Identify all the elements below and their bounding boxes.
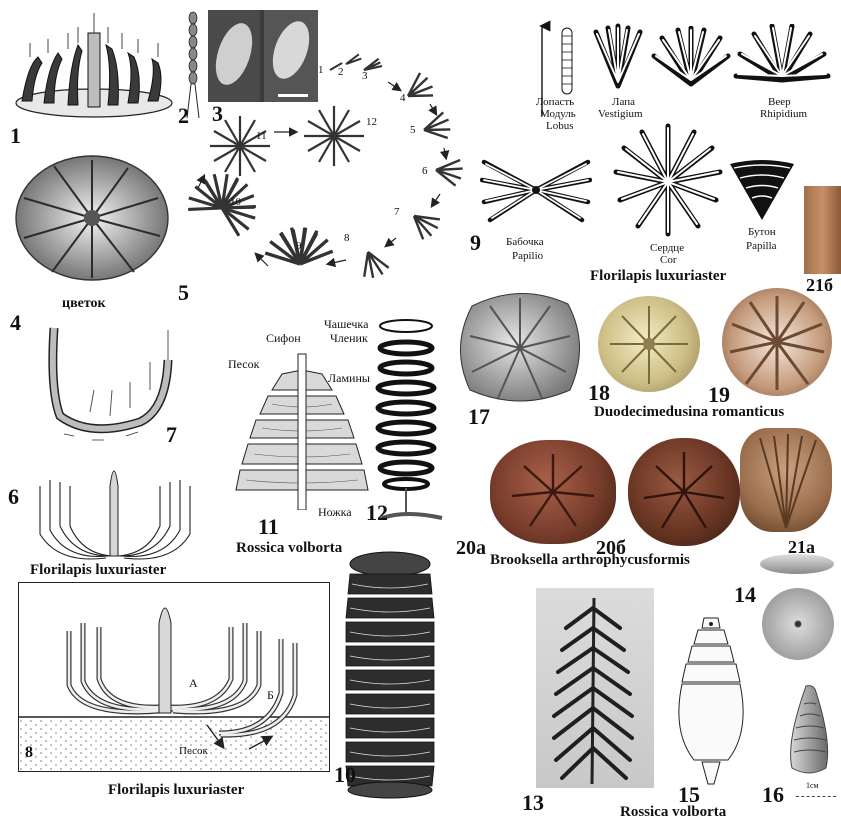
cor-scheme — [612, 122, 724, 238]
figure-20b-fossil-photo — [628, 438, 740, 546]
stage-8: 8 — [344, 232, 350, 244]
caption-brooksella: Brooksella arthrophycusformis — [490, 552, 690, 569]
figure-4-flower-fossil — [8, 150, 176, 288]
stage-10: 10 — [230, 196, 241, 208]
figure-8-diagram-frame: А Б Песок 8 — [18, 582, 330, 772]
figure-14-top-photo — [762, 588, 834, 660]
label-lapa: Лапа — [612, 96, 635, 108]
label-buton: Бутон — [748, 226, 776, 238]
figure-17-fossil — [452, 286, 588, 410]
label-ground-sand: Песок — [179, 745, 208, 757]
figure-15-number: 15 — [678, 784, 700, 806]
stage-1: 1 — [318, 64, 324, 76]
caption-duodecimedusina: Duodecimedusina romanticus — [594, 404, 784, 421]
figure-20a-number: 20a — [456, 538, 486, 558]
label-papilio: Papilio — [512, 250, 543, 262]
scale-label: 1см — [806, 782, 819, 791]
caption-florilapis-6: Florilapis luxuriaster — [30, 562, 166, 579]
label-serdtse: Сердце — [650, 242, 684, 254]
stage-6: 6 — [422, 165, 428, 177]
figure-14-number: 14 — [734, 584, 756, 606]
flower-label: цветок — [62, 296, 106, 311]
label-cor: Cor — [660, 254, 677, 266]
rhipidium-scheme — [650, 26, 732, 88]
stage-11: 11 — [256, 130, 267, 142]
scale-bar — [796, 796, 836, 797]
figure-21b-photo — [804, 186, 841, 274]
figure-11-number: 11 — [258, 516, 279, 538]
label-vestigium: Vestigium — [598, 108, 643, 120]
figure-21a-fossil-photo — [740, 428, 832, 532]
label-a: А — [189, 677, 198, 690]
figure-6-number: 6 — [8, 486, 19, 508]
label-veer: Веер — [768, 96, 791, 108]
figure-12-number: 12 — [366, 502, 388, 524]
stage-9: 9 — [296, 240, 302, 252]
figure-9-number: 9 — [470, 232, 481, 254]
veer-scheme — [732, 24, 832, 86]
label-lopast: Лопасть — [536, 96, 574, 108]
stage-2: 2 — [338, 66, 344, 78]
figure-19-number: 19 — [708, 384, 730, 406]
caption-rossica-15: Rossica volborta — [620, 804, 726, 821]
stage-5: 5 — [410, 124, 416, 136]
figure-8-number: 8 — [25, 745, 33, 761]
figure-1-crown-sketch — [8, 5, 180, 125]
figure-16-drawing — [784, 682, 834, 778]
figure-19-fossil-photo — [722, 288, 832, 396]
label-lobus: Lobus — [546, 120, 574, 132]
figure-13-number: 13 — [522, 792, 544, 814]
figure-20a-fossil-photo — [490, 440, 616, 544]
figure-15-rossica-drawing — [668, 612, 754, 790]
figure-18-fossil-photo — [598, 296, 700, 392]
figure-10-number: 10 — [334, 764, 356, 786]
label-nozhka: Ножка — [318, 506, 352, 519]
figure-1-number: 1 — [10, 125, 21, 147]
label-pesok: Песок — [228, 358, 259, 371]
label-b: Б — [267, 689, 274, 702]
figure-6-fan-sketch — [30, 456, 200, 566]
stage-7: 7 — [394, 206, 400, 218]
label-papilla: Papilla — [746, 240, 777, 252]
vestigium-scheme — [588, 22, 648, 92]
label-babochka: Бабочка — [506, 236, 544, 248]
figure-7-number: 7 — [166, 424, 177, 446]
figure-4-number: 4 — [10, 312, 21, 334]
figure-16-number: 16 — [762, 784, 784, 806]
papilio-scheme — [480, 150, 592, 230]
caption-florilapis-top: Florilapis luxuriaster — [590, 268, 726, 285]
stage-12: 12 — [366, 116, 377, 128]
caption-rossica-11: Rossica volborta — [236, 540, 342, 557]
stage-4: 4 — [400, 92, 406, 104]
label-modul: Модуль — [540, 108, 576, 120]
caption-florilapis-8: Florilapis luxuriaster — [108, 782, 244, 799]
figure-14-side-photo — [760, 554, 834, 574]
papilla-scheme — [726, 158, 798, 222]
label-sifon: Сифон — [266, 332, 301, 345]
figure-17-number: 17 — [468, 406, 490, 428]
figure-13-fossil-photo — [536, 588, 654, 788]
label-rhipidium: Rhipidium — [760, 108, 807, 120]
stage-3: 3 — [362, 70, 368, 82]
figure-18-number: 18 — [588, 382, 610, 404]
